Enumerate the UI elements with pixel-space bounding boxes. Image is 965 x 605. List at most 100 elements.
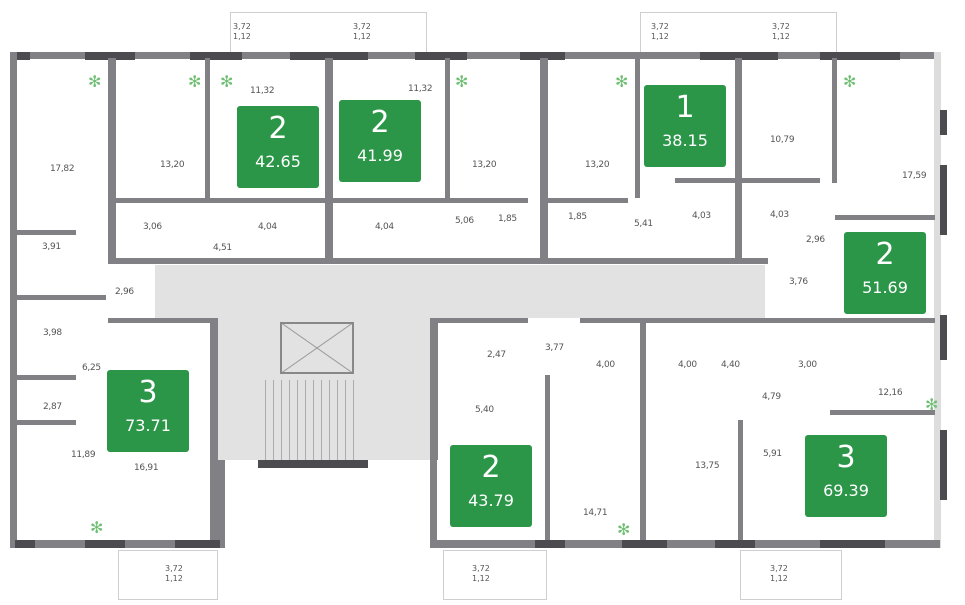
- wall: [415, 52, 467, 60]
- wall: [430, 540, 940, 548]
- wall: [640, 323, 646, 540]
- wall: [430, 318, 438, 460]
- room-area: 6,25: [82, 363, 101, 373]
- balcony: [118, 550, 218, 600]
- wall: [940, 165, 947, 235]
- plant-icon: ✻: [455, 72, 469, 91]
- room-area: 5,40: [475, 405, 494, 415]
- elevator-shaft: [280, 322, 354, 374]
- wall: [940, 110, 947, 135]
- room-area: 3,91: [42, 242, 61, 252]
- wall: [438, 318, 528, 323]
- wall: [675, 178, 820, 183]
- apartment-area: 42.65: [255, 152, 301, 171]
- room-count: 2: [268, 111, 288, 146]
- wall: [290, 52, 368, 60]
- room-area: 13,20: [472, 160, 497, 170]
- apartment-area: 43.79: [468, 491, 514, 510]
- wall: [108, 198, 528, 203]
- wall: [940, 315, 947, 360]
- room-area: 17,59: [902, 171, 927, 181]
- plant-icon: ✻: [843, 72, 857, 91]
- wall: [16, 375, 76, 380]
- room-count: 2: [481, 450, 501, 485]
- room-count: 2: [370, 105, 390, 140]
- room-area: 3,76: [789, 277, 808, 287]
- wall: [325, 58, 333, 263]
- wall: [765, 318, 935, 323]
- room-area: 13,20: [160, 160, 185, 170]
- wall: [210, 318, 218, 540]
- wall: [715, 540, 755, 548]
- room-area: 10,79: [770, 135, 795, 145]
- wall: [548, 198, 628, 203]
- room-area: 2,96: [115, 287, 134, 297]
- room-area: 5,91: [763, 449, 782, 459]
- wall: [820, 540, 885, 548]
- room-count: 3: [836, 440, 856, 475]
- room-area: 1,85: [568, 212, 587, 222]
- room-area: 4,00: [596, 360, 615, 370]
- plant-icon: ✻: [617, 520, 631, 539]
- room-area: 3,77: [545, 343, 564, 353]
- wall: [635, 58, 640, 198]
- wall: [622, 540, 667, 548]
- wall: [430, 460, 437, 548]
- balcony: [443, 550, 547, 600]
- room-area: 2,47: [487, 350, 506, 360]
- wall: [545, 375, 550, 540]
- corridor: [155, 265, 765, 318]
- wall: [540, 58, 548, 263]
- wall: [520, 52, 565, 60]
- plant-icon: ✻: [220, 72, 234, 91]
- room-area: 2,96: [806, 235, 825, 245]
- room-area: 4,00: [678, 360, 697, 370]
- room-area: 2,87: [43, 402, 62, 412]
- room-area: 16,91: [134, 463, 159, 473]
- plant-icon: ✻: [90, 518, 104, 537]
- room-area: 5,41: [634, 219, 653, 229]
- wall: [934, 52, 941, 548]
- wall: [175, 540, 220, 548]
- wall: [830, 410, 935, 415]
- wall: [580, 318, 765, 323]
- wall: [85, 540, 125, 548]
- room-area: 13,20: [585, 160, 610, 170]
- room-area: 1,85: [498, 214, 517, 224]
- apartment-area: 69.39: [823, 481, 869, 500]
- wall: [205, 58, 210, 198]
- apartment-area: 73.71: [125, 416, 171, 435]
- room-area: 12,16: [878, 388, 903, 398]
- wall: [85, 52, 135, 60]
- wall: [832, 58, 837, 183]
- wall: [10, 52, 940, 59]
- room-area: 13,75: [695, 461, 720, 471]
- room-area: 4,04: [375, 222, 394, 232]
- wall: [10, 52, 30, 60]
- room-area: 3,00: [798, 360, 817, 370]
- room-area: 4,03: [770, 210, 789, 220]
- room-area: 17,82: [50, 164, 75, 174]
- balcony: [740, 550, 842, 600]
- wall: [218, 460, 225, 548]
- apartment-area: 51.69: [862, 278, 908, 297]
- wall: [108, 58, 116, 263]
- plant-icon: ✻: [88, 72, 102, 91]
- room-area: 4,04: [258, 222, 277, 232]
- room-area: 11,89: [71, 450, 96, 460]
- room-count: 1: [675, 90, 695, 125]
